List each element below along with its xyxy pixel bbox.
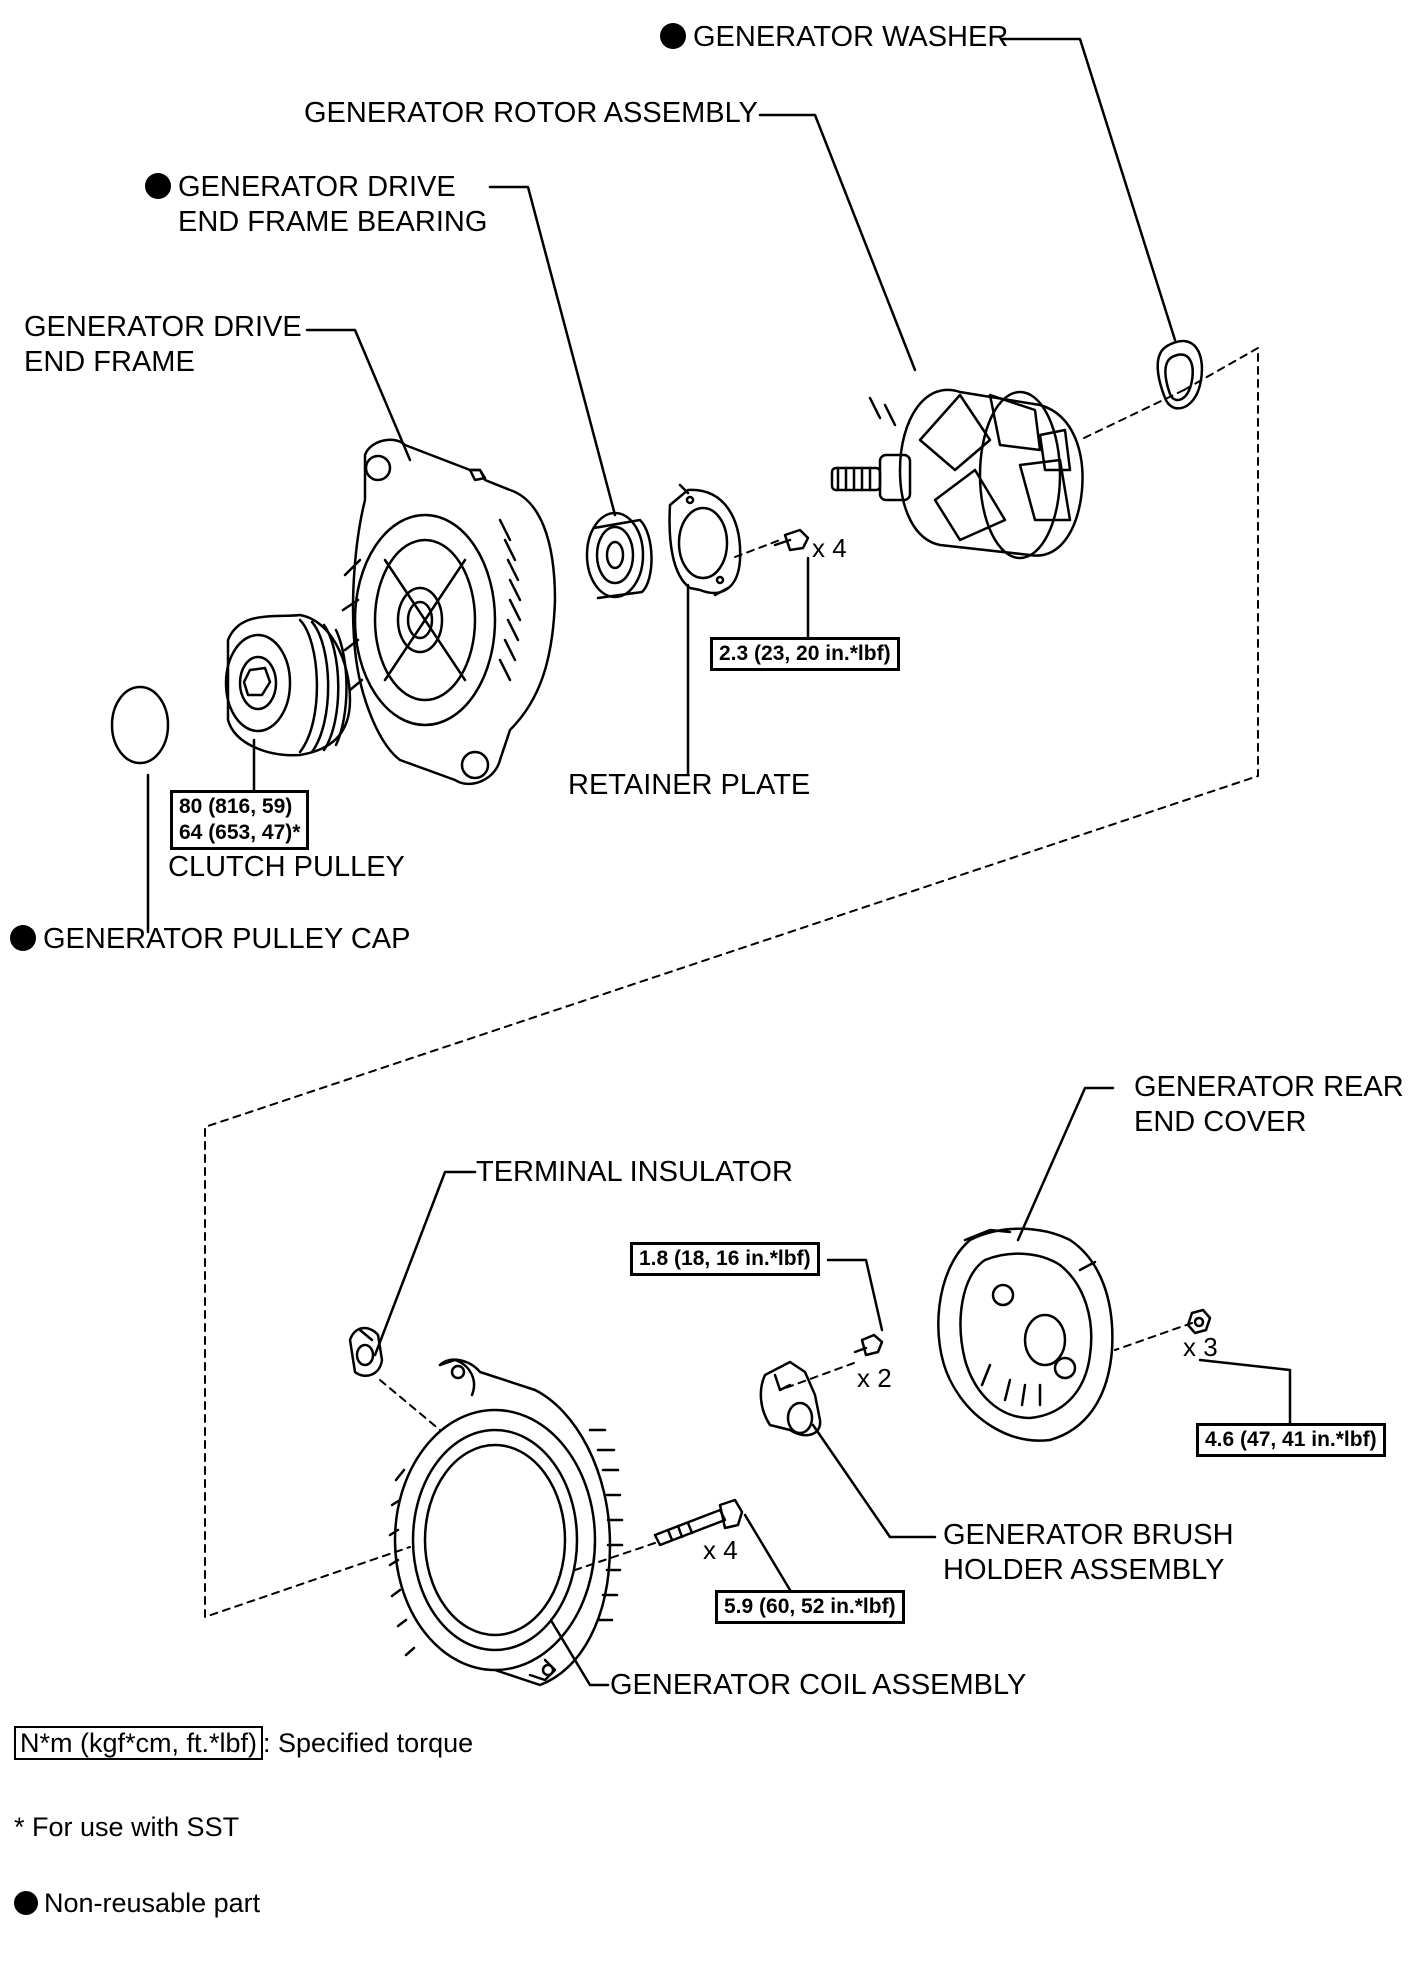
pulley-cap-part [110, 685, 170, 765]
torque-rear-cover-nut: 4.6 (47, 41 in.*lbf) [1196, 1423, 1386, 1457]
label-brush-holder: GENERATOR BRUSH HOLDER ASSEMBLY [943, 1519, 1234, 1586]
legend-torque-desc: : Specified torque [263, 1728, 474, 1758]
torque-clutch-pulley: 80 (816, 59) 64 (653, 47)* [170, 790, 310, 850]
label-pulley-cap: GENERATOR PULLEY CAP [10, 922, 410, 957]
rotor-assembly-part [830, 388, 1084, 560]
rear-end-cover-part [937, 1227, 1114, 1442]
non-reusable-dot-icon [14, 1891, 38, 1915]
non-reusable-dot-icon [145, 173, 171, 199]
clutch-pulley-part [224, 613, 352, 757]
qty-retainer-screw: x 4 [812, 533, 847, 563]
label-drive-end-frame: GENERATOR DRIVE END FRAME [24, 311, 302, 378]
torque-coil-bolt: 5.9 (60, 52 in.*lbf) [715, 1590, 905, 1624]
label-terminal-insulator: TERMINAL INSULATOR [476, 1156, 793, 1188]
qty-brush-holder-screw: x 2 [857, 1363, 892, 1393]
legend-torque: N*m (kgf*cm, ft.*lbf): Specified torque [14, 1726, 474, 1760]
torque-brush-holder-screw: 1.8 (18, 16 in.*lbf) [630, 1242, 820, 1276]
brush-holder-part [759, 1360, 822, 1437]
label-rear-end-cover: GENERATOR REAR END COVER [1134, 1071, 1404, 1138]
qty-coil-bolt: x 4 [703, 1535, 738, 1565]
brush-holder-screw-part [853, 1333, 884, 1357]
leader-lines [146, 37, 1292, 1687]
label-coil-assembly: GENERATOR COIL ASSEMBLY [610, 1669, 1027, 1701]
label-retainer-plate: RETAINER PLATE [568, 769, 811, 801]
non-reusable-dot-icon [10, 925, 36, 951]
legend-torque-unit: N*m (kgf*cm, ft.*lbf) [14, 1726, 264, 1760]
coil-assembly-part [388, 1358, 624, 1687]
retainer-screw-part [773, 528, 810, 552]
label-drive-end-frame-bearing: GENERATOR DRIVE END FRAME BEARING [145, 170, 487, 240]
torque-retainer-screw: 2.3 (23, 20 in.*lbf) [710, 637, 900, 671]
rear-cover-nut-part [1186, 1308, 1212, 1335]
terminal-insulator-part [348, 1326, 384, 1377]
label-clutch-pulley: CLUTCH PULLEY [168, 851, 405, 883]
non-reusable-dot-icon [660, 23, 686, 49]
retainer-plate-part [668, 483, 742, 597]
drive-end-frame-part [341, 438, 557, 786]
label-rotor-assembly: GENERATOR ROTOR ASSEMBLY [304, 97, 758, 129]
assembly-dashed-path [204, 347, 1259, 1618]
generator-washer-part [1156, 339, 1204, 410]
legend-sst-note: * For use with SST [14, 1812, 240, 1842]
label-generator-washer: GENERATOR WASHER [660, 20, 1008, 55]
drive-end-bearing-part [585, 511, 653, 600]
qty-rear-cover-nut: x 3 [1183, 1332, 1218, 1362]
legend-non-reusable: Non-reusable part [14, 1888, 260, 1919]
coil-bolt-part [653, 1498, 744, 1547]
